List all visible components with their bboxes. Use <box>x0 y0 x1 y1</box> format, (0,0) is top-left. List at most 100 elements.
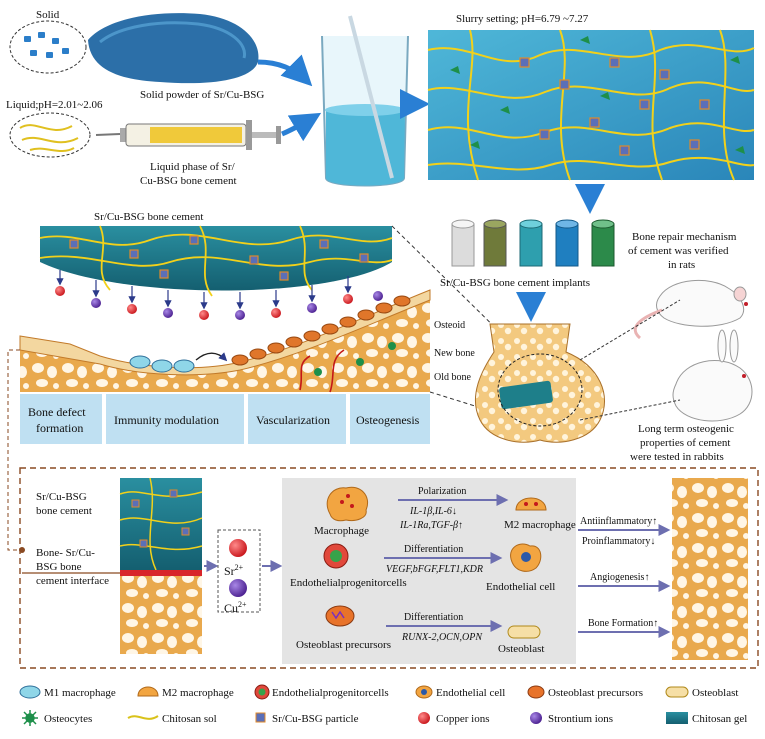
femur-condyle <box>475 323 605 443</box>
stage-box-3 <box>248 394 346 444</box>
powder-label: Solid powder of Sr/Cu-BSG <box>140 89 264 101</box>
rats-line2: of cement was verified <box>628 245 729 257</box>
legend-osteoblast: Osteoblast <box>692 687 738 699</box>
interface-line1: Bone- Sr/Cu- <box>36 547 95 559</box>
layer-new-bone: New bone <box>434 348 475 359</box>
blood-vessels-mid <box>299 349 345 393</box>
sr-ion-ball <box>229 539 247 557</box>
rabbits-line3: were tested in rabbits <box>630 451 724 463</box>
osteoblast-lining <box>231 295 411 366</box>
stage-box-4 <box>350 394 430 444</box>
interface-chitosan <box>119 477 203 571</box>
legend-osteocyte-icon <box>22 710 38 726</box>
osteoblast-precursors-label: Osteoblast precursors <box>296 639 391 651</box>
bone-formation-label: Bone Formation↑ <box>588 618 658 629</box>
rabbit-illustration <box>672 329 753 422</box>
stage-box-2 <box>106 394 244 444</box>
interface-bone <box>120 576 202 654</box>
epc-cell <box>323 543 349 569</box>
legend-particle-icon <box>255 712 266 723</box>
rabbits-line1: Long term osteogenic <box>638 423 734 435</box>
syringe <box>95 120 281 150</box>
solid-particles-bubble <box>9 20 87 74</box>
interface-line3: cement interface <box>36 575 109 587</box>
macrophage-label: Macrophage <box>314 525 369 537</box>
m2-macrophage-cell <box>515 497 547 511</box>
callout-rabbit <box>579 399 681 421</box>
m2-label: M2 macrophage <box>504 519 576 531</box>
m1-macrophages-mid <box>129 355 195 373</box>
rat-illustration <box>633 279 748 340</box>
rabbits-line2: properties of cement <box>640 437 730 449</box>
legend-copper: Copper ions <box>436 713 489 725</box>
proinflammatory-label: Proinflammatory↓ <box>582 536 655 547</box>
ion-release <box>55 270 383 320</box>
slurry-chitosan-network <box>427 29 755 181</box>
powder-pile <box>88 13 259 84</box>
interface-particles <box>131 489 190 548</box>
legend-osteoblast-icon <box>665 686 689 698</box>
liquid-label: Liquid;pH=2.01~2.06 <box>6 99 103 111</box>
cement-line1: Sr/Cu-BSG <box>36 491 87 503</box>
legend-osteocytes: Osteocytes <box>44 713 92 725</box>
implants-label: Sr/Cu-BSG bone cement implants <box>440 277 590 289</box>
stage-bone-defect-2: formation <box>36 421 83 435</box>
cu-ion-ball <box>229 579 247 597</box>
frame-connector <box>7 349 20 551</box>
legend-m1: M1 macrophage <box>44 687 116 699</box>
stage-boxes <box>20 394 430 444</box>
interface-red-line <box>120 570 202 576</box>
sr-ion-label: Sr2+ <box>224 563 244 578</box>
implant-cylinders <box>451 219 615 267</box>
stage-box-1 <box>20 394 102 444</box>
layer-old-bone: Old bone <box>434 372 472 383</box>
polarization-detail2: IL-1Ra,TGF-β↑ <box>399 520 463 531</box>
legend-m2-icon <box>137 686 159 697</box>
legend-m2: M2 macrophage <box>162 687 234 699</box>
liquid-phase-line2: Cu-BSG bone cement <box>140 175 237 187</box>
liquid-to-beaker-arrow <box>281 112 322 142</box>
cement-particles <box>69 235 369 281</box>
old-bone-region <box>20 290 430 392</box>
interface-line2: BSG bone <box>36 561 82 573</box>
differentiation1-label: Differentiation <box>404 544 463 555</box>
cement-title: Sr/Cu-BSG bone cement <box>94 211 203 223</box>
legend-endothelial: Endothelial cell <box>436 687 505 699</box>
solid-particle-icons <box>24 32 69 58</box>
legend-chitosan-gel-icon <box>666 712 688 724</box>
legend-epc-icon <box>254 684 270 700</box>
callout-rat <box>579 299 681 361</box>
rats-line1: Bone repair mechanism <box>632 231 737 243</box>
powder-to-beaker-arrow <box>257 54 313 87</box>
rats-line3: in rats <box>668 259 695 271</box>
stage-bone-defect-1: Bone defect <box>28 405 86 419</box>
legend-chitosan-gel: Chitosan gel <box>692 713 747 725</box>
legend: M1 macrophage M2 macrophage Endothelialp… <box>19 684 747 726</box>
slurry-particles <box>450 36 745 156</box>
beaker <box>321 15 409 187</box>
stage-vascularization: Vascularization <box>256 413 330 427</box>
solid-label: Solid <box>36 9 60 21</box>
cu-ion-label: Cu2+ <box>224 600 247 615</box>
legend-strontium: Strontium ions <box>548 713 613 725</box>
legend-chitosan-sol: Chitosan sol <box>162 713 217 725</box>
chitosan-strands <box>19 124 79 152</box>
stage-immunity: Immunity modulation <box>114 413 219 427</box>
diff-detail1: VEGF,bFGF,FLT1,KDR <box>386 564 483 575</box>
endothelial-label: Endothelial cell <box>486 581 555 593</box>
legend-particle: Sr/Cu-BSG particle <box>272 713 359 725</box>
legend-copper-icon <box>418 712 430 724</box>
legend-m1-icon <box>19 685 41 699</box>
liquid-bubble <box>9 112 91 158</box>
polarization-label: Polarization <box>418 486 466 497</box>
polarization-detail1: IL-1β,IL-6↓ <box>409 506 457 517</box>
osteocytes-mid <box>314 342 396 376</box>
interface-cement <box>120 478 202 570</box>
legend-osteoblast-precursor-icon <box>527 685 545 699</box>
differentiation2-label: Differentiation <box>404 612 463 623</box>
slurry-label: Slurry setting; pH=6.79 ~7.27 <box>456 13 589 25</box>
legend-osteoblast-precursors: Osteoblast precursors <box>548 687 643 699</box>
cement-line2: bone cement <box>36 505 92 517</box>
legend-chitosan-sol-icon <box>127 715 159 720</box>
